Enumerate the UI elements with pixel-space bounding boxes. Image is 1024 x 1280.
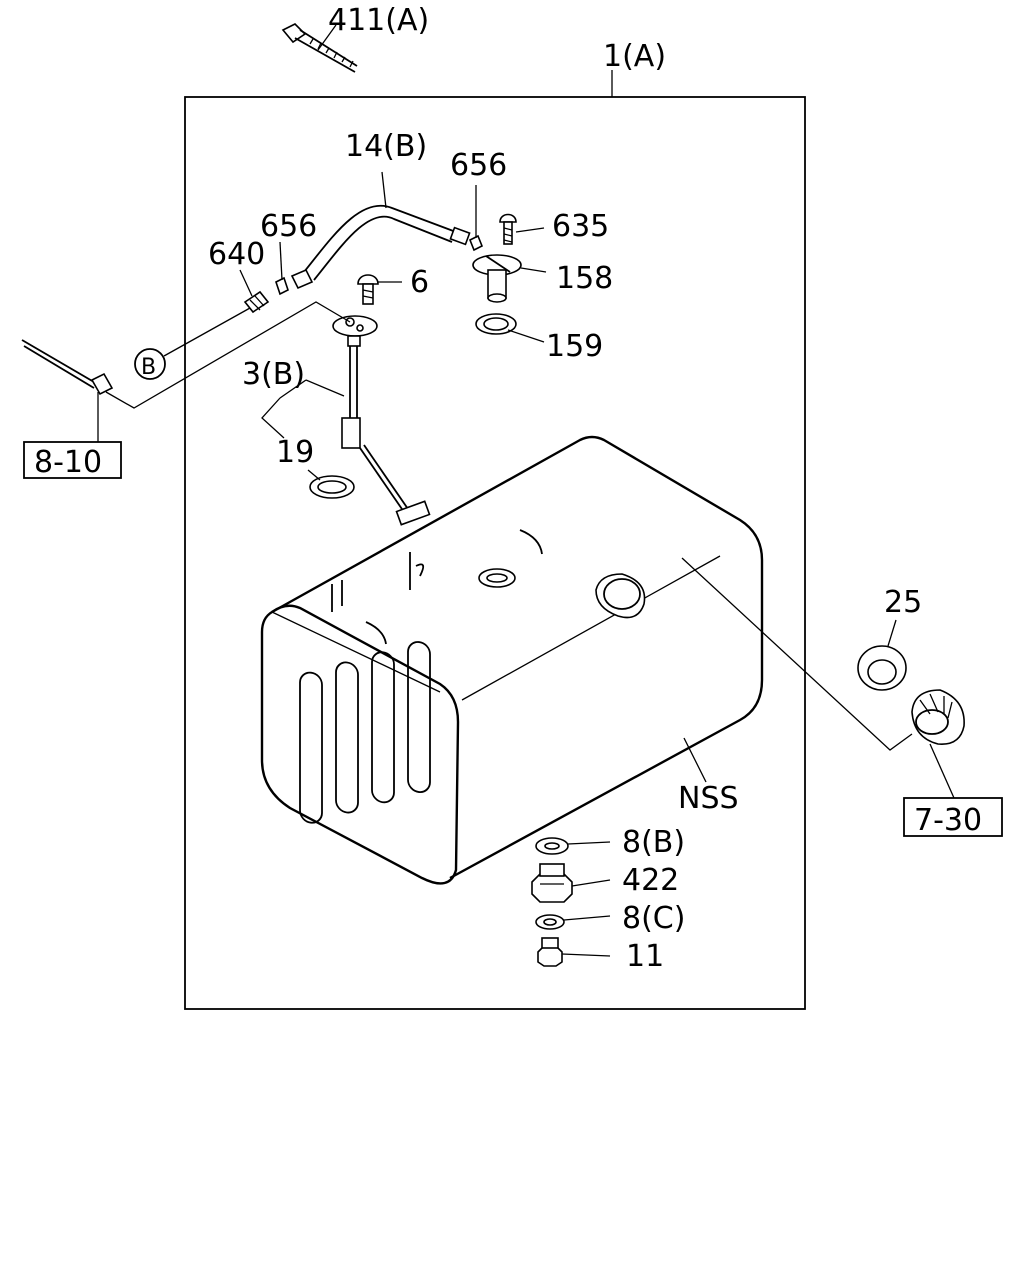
bolt-6	[357, 274, 402, 305]
label-11: 11	[626, 939, 664, 974]
hose-14b	[290, 171, 471, 290]
label-422: 422	[622, 863, 679, 898]
flange-158	[472, 254, 547, 303]
plug-422	[531, 863, 611, 903]
label-3b: 3(B)	[242, 357, 305, 392]
label-1a: 1(A)	[603, 39, 666, 74]
cable-tie-411a	[281, 23, 358, 73]
leader-3b	[261, 379, 345, 439]
label-ref-b: B	[141, 355, 156, 380]
strainer-25	[857, 619, 907, 691]
label-ref-8-10: 8-10	[34, 445, 102, 480]
fitting-640	[239, 269, 270, 314]
ref-box-8-10[interactable]: 8-10	[23, 441, 122, 480]
fuel-sender-3b	[332, 315, 431, 526]
label-14b: 14(B)	[345, 129, 427, 164]
label-8c: 8(C)	[622, 901, 685, 936]
label-158: 158	[556, 261, 613, 296]
drain-plug-11	[537, 937, 611, 967]
label-19: 19	[276, 435, 314, 470]
fuel-cap-7-30	[681, 557, 965, 799]
label-656-top: 656	[450, 148, 507, 183]
label-6: 6	[410, 265, 429, 300]
label-159: 159	[546, 329, 603, 364]
fuel-tank-nss	[260, 435, 764, 885]
label-ref-7-30: 7-30	[914, 803, 982, 838]
label-25: 25	[884, 585, 922, 620]
clip-656-left	[275, 241, 289, 296]
label-411a: 411(A)	[328, 3, 429, 38]
label-635: 635	[552, 209, 609, 244]
washer-8b	[535, 837, 611, 855]
gasket-159	[475, 313, 545, 343]
wire-harness-8-10	[21, 301, 351, 442]
washer-8c	[535, 914, 611, 930]
label-8b: 8(B)	[622, 825, 685, 860]
ref-circle-b: B	[134, 348, 166, 380]
assembly-frame-1a	[184, 96, 806, 1010]
label-nss: NSS	[678, 781, 739, 816]
gasket-19	[307, 469, 355, 499]
screw-635	[499, 213, 545, 245]
clip-656-top	[468, 185, 484, 252]
label-640: 640	[208, 237, 265, 272]
ref-box-7-30[interactable]: 7-30	[903, 797, 1003, 838]
label-656-left: 656	[260, 209, 317, 244]
